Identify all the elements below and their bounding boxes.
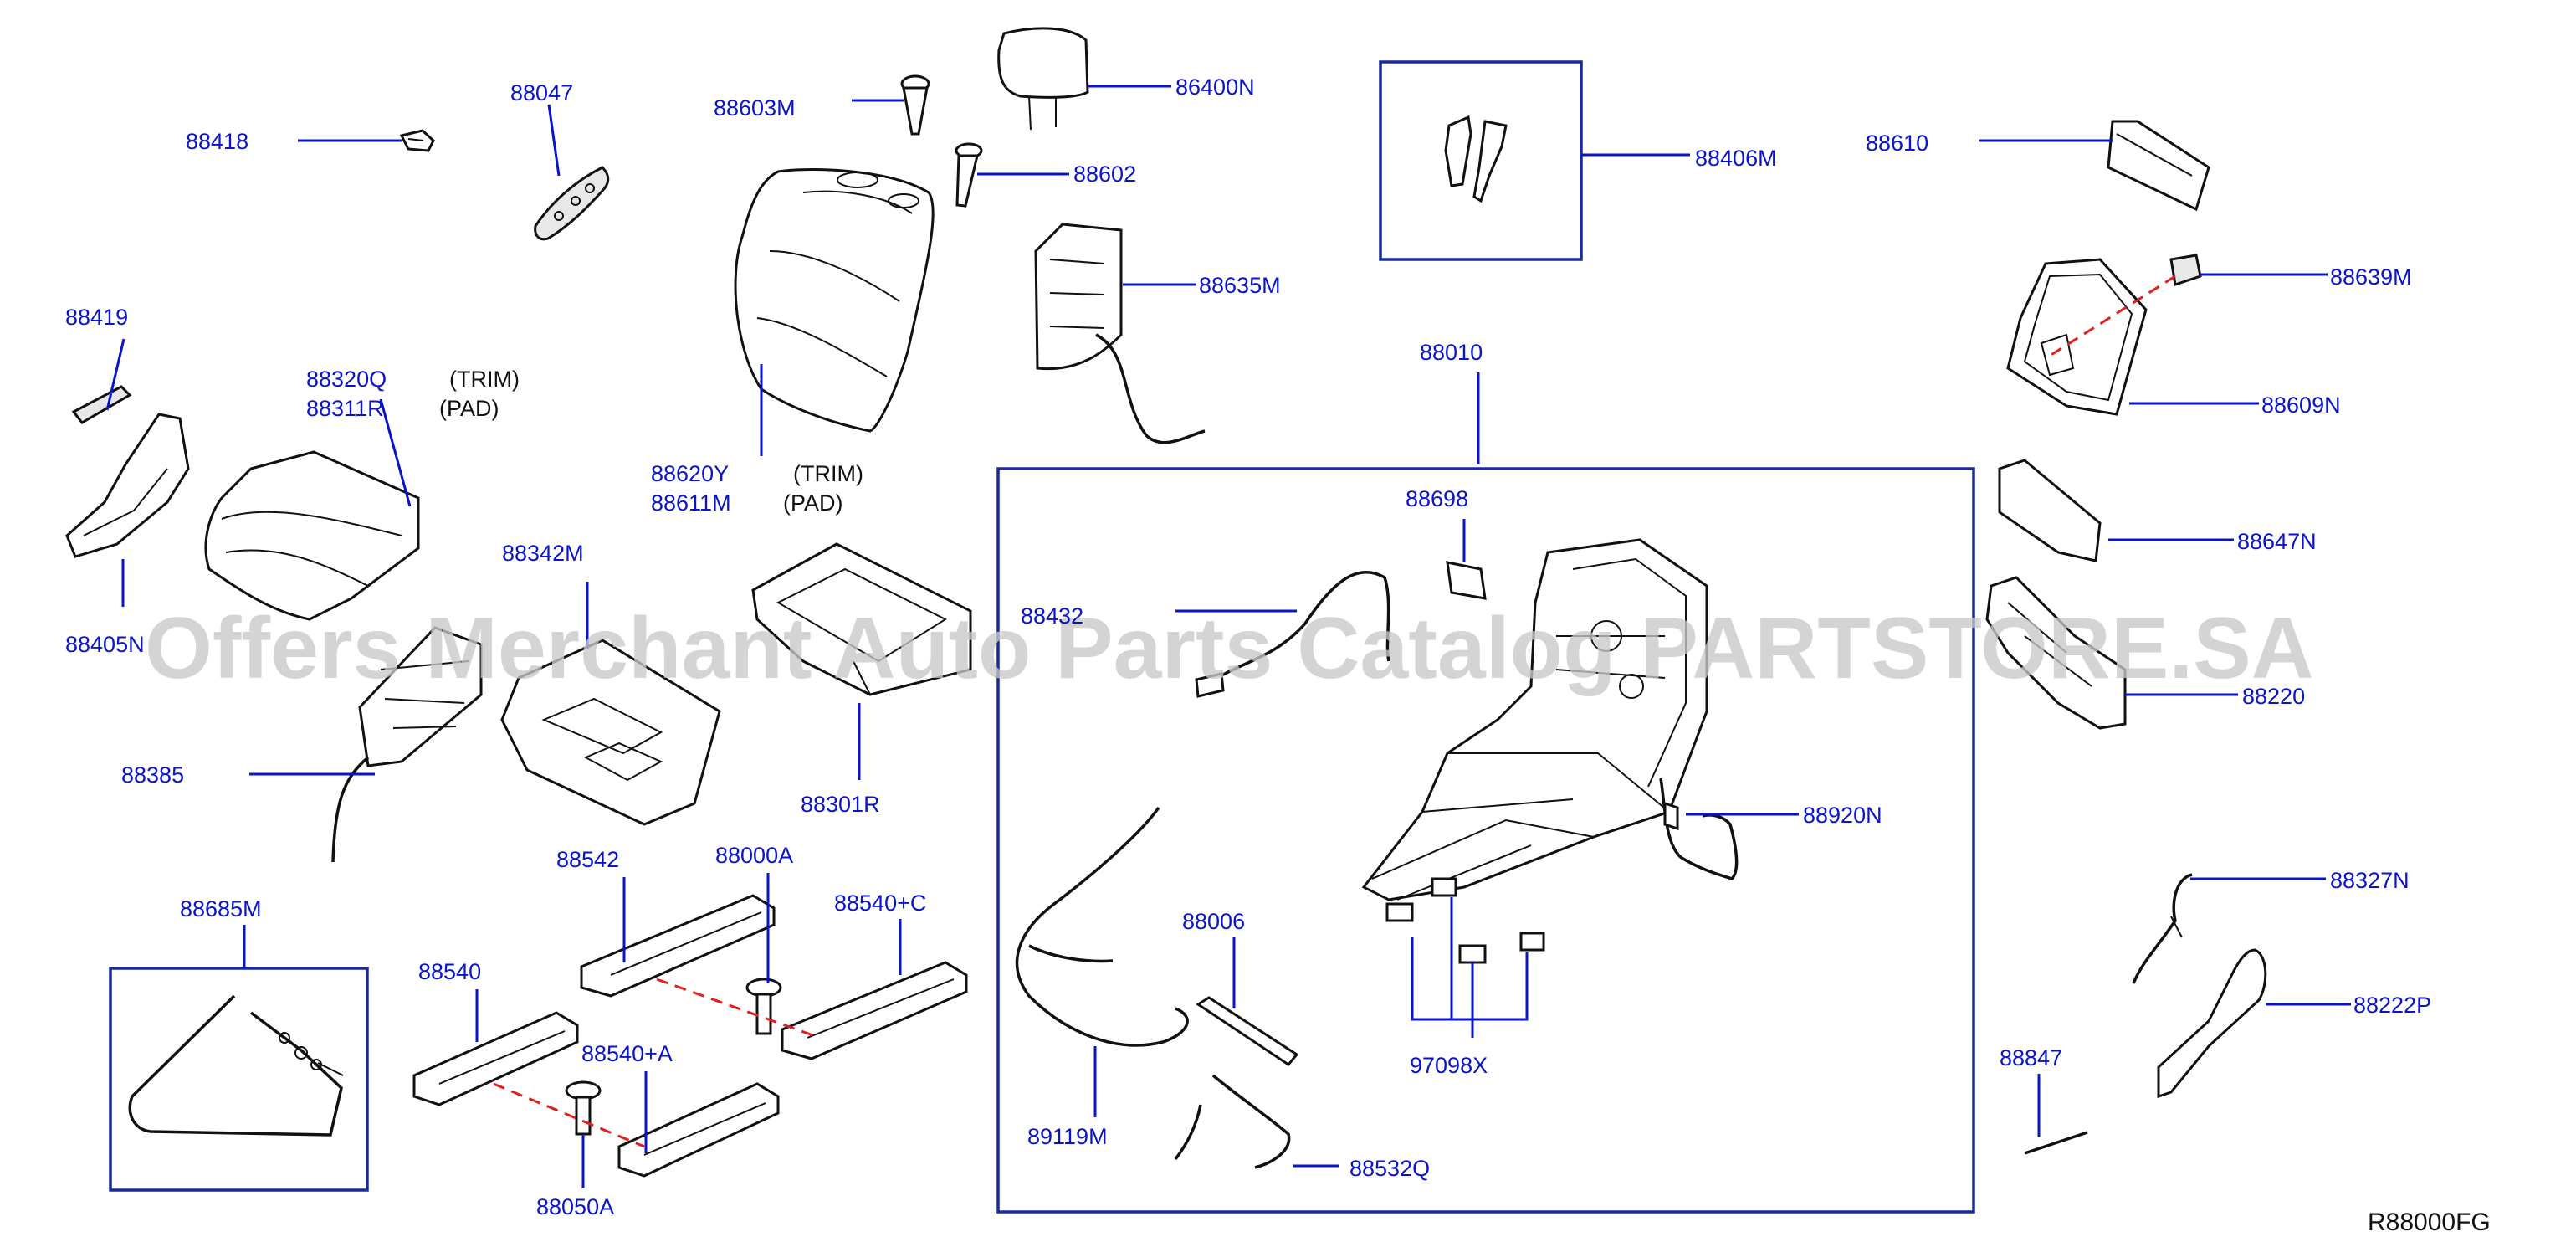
label-88000A[interactable]: 88000A bbox=[715, 843, 793, 868]
part-88540-A-rail bbox=[617, 1082, 780, 1178]
label-88301R[interactable]: 88301R bbox=[801, 792, 880, 817]
label-88432[interactable]: 88432 bbox=[1021, 603, 1083, 629]
part-88050A-bolt bbox=[565, 1080, 602, 1136]
part-97098X-brackets bbox=[1385, 877, 1545, 964]
part-88222P-cover bbox=[2157, 948, 2267, 1099]
part-88620Y-seatback bbox=[734, 168, 935, 433]
label-88540-C[interactable]: 88540+C bbox=[834, 890, 926, 916]
label-88542[interactable]: 88542 bbox=[556, 847, 619, 872]
part-88327N-harness bbox=[2132, 873, 2193, 984]
dashed-connectors bbox=[493, 275, 2176, 1148]
part-88532Q-harness bbox=[1174, 1074, 1291, 1169]
label-88540[interactable]: 88540 bbox=[418, 959, 481, 984]
part-88432-harness bbox=[1195, 571, 1390, 698]
leader-lines bbox=[105, 85, 2351, 1188]
label-88418[interactable]: 88418 bbox=[186, 129, 248, 154]
label-88603M[interactable]: 88603M bbox=[714, 95, 796, 121]
box-88010 bbox=[996, 467, 1975, 1214]
part-88685M-harness bbox=[128, 994, 344, 1137]
part-labels: 88418 88047 88603M 86400N 88602 88406M 8… bbox=[65, 74, 2431, 1219]
label-88847[interactable]: 88847 bbox=[2000, 1045, 2062, 1070]
label-88050A[interactable]: 88050A bbox=[536, 1194, 614, 1219]
part-88847-rod bbox=[2024, 1131, 2088, 1155]
label-88610[interactable]: 88610 bbox=[1866, 131, 1928, 156]
label-88406M[interactable]: 88406M bbox=[1695, 146, 1777, 171]
part-88639M-switch bbox=[2169, 254, 2202, 286]
label-88602[interactable]: 88602 bbox=[1073, 162, 1136, 187]
part-88320Q-cushion bbox=[204, 450, 420, 621]
part-88000A-bolt bbox=[745, 978, 782, 1035]
box-88685M bbox=[109, 967, 369, 1192]
label-88620Y[interactable]: 88620Y bbox=[651, 461, 729, 486]
label-88405N[interactable]: 88405N bbox=[65, 632, 145, 657]
part-88602-guide bbox=[955, 142, 983, 208]
label-88920N[interactable]: 88920N bbox=[1803, 803, 1882, 828]
part-88542-rail bbox=[580, 894, 776, 998]
part-88540-rail bbox=[412, 1011, 579, 1106]
part-89119M-harness bbox=[1015, 806, 1189, 1047]
label-88647N[interactable]: 88647N bbox=[2237, 529, 2317, 554]
part-88603M-guide bbox=[900, 74, 930, 136]
part-88405N-finisher bbox=[65, 413, 190, 558]
part-88419-knob bbox=[71, 385, 132, 424]
label-88320Q[interactable]: 88320Q bbox=[306, 367, 387, 392]
label-88698[interactable]: 88698 bbox=[1406, 486, 1468, 511]
note-trim-2: (TRIM) bbox=[793, 461, 863, 486]
part-88006-bar bbox=[1196, 996, 1299, 1066]
label-88385[interactable]: 88385 bbox=[121, 762, 184, 788]
diagram-code: R88000FG bbox=[2368, 1209, 2491, 1236]
label-88611M[interactable]: 88611M bbox=[651, 490, 731, 516]
label-88327N[interactable]: 88327N bbox=[2330, 868, 2410, 893]
box-88406M bbox=[1379, 60, 1583, 261]
label-88685M[interactable]: 88685M bbox=[180, 896, 262, 921]
part-88406M-covers bbox=[1444, 115, 1508, 203]
part-88920N-harness bbox=[1659, 778, 1739, 881]
part-88301R-frame bbox=[751, 542, 972, 696]
part-88418-clip bbox=[399, 129, 435, 152]
part-88385-pad bbox=[331, 626, 483, 863]
label-88222P[interactable]: 88222P bbox=[2353, 993, 2431, 1018]
label-89119M[interactable]: 89119M bbox=[1027, 1124, 1108, 1149]
label-88532Q[interactable]: 88532Q bbox=[1349, 1156, 1430, 1181]
part-88010-seat-frame bbox=[1361, 538, 1708, 901]
note-pad-1: (PAD) bbox=[439, 396, 499, 421]
part-88609N-finisher bbox=[2006, 258, 2148, 416]
label-88419[interactable]: 88419 bbox=[65, 305, 128, 330]
watermark-text: Offers Merchant Auto Parts Catalog PARTS… bbox=[145, 600, 2314, 697]
label-88220[interactable]: 88220 bbox=[2242, 684, 2305, 709]
label-88609N[interactable]: 88609N bbox=[2261, 393, 2341, 418]
part-86400N-headrest bbox=[997, 27, 1089, 131]
label-88010[interactable]: 88010 bbox=[1420, 340, 1483, 365]
label-88311R[interactable]: 88311R bbox=[306, 396, 384, 421]
part-88647N-cover bbox=[1998, 459, 2102, 562]
label-88006[interactable]: 88006 bbox=[1182, 909, 1245, 934]
part-88635M-panel bbox=[1034, 223, 1206, 444]
part-88610-strip bbox=[2107, 120, 2210, 212]
label-97098X[interactable]: 97098X bbox=[1410, 1053, 1488, 1078]
part-88698-bracket bbox=[1446, 561, 1487, 600]
part-88540-C-rail bbox=[781, 961, 968, 1060]
note-pad-2: (PAD) bbox=[783, 490, 843, 516]
part-88047-cover bbox=[534, 166, 610, 241]
label-88342M[interactable]: 88342M bbox=[502, 541, 584, 566]
note-trim-1: (TRIM) bbox=[449, 367, 520, 392]
label-88639M[interactable]: 88639M bbox=[2330, 264, 2412, 290]
label-88635M[interactable]: 88635M bbox=[1199, 273, 1281, 298]
part-88220-bracket bbox=[1985, 576, 2127, 730]
part-88342M-tray bbox=[500, 639, 721, 826]
label-86400N[interactable]: 86400N bbox=[1175, 74, 1255, 100]
label-88540-A[interactable]: 88540+A bbox=[581, 1041, 673, 1066]
label-88047[interactable]: 88047 bbox=[510, 80, 573, 105]
